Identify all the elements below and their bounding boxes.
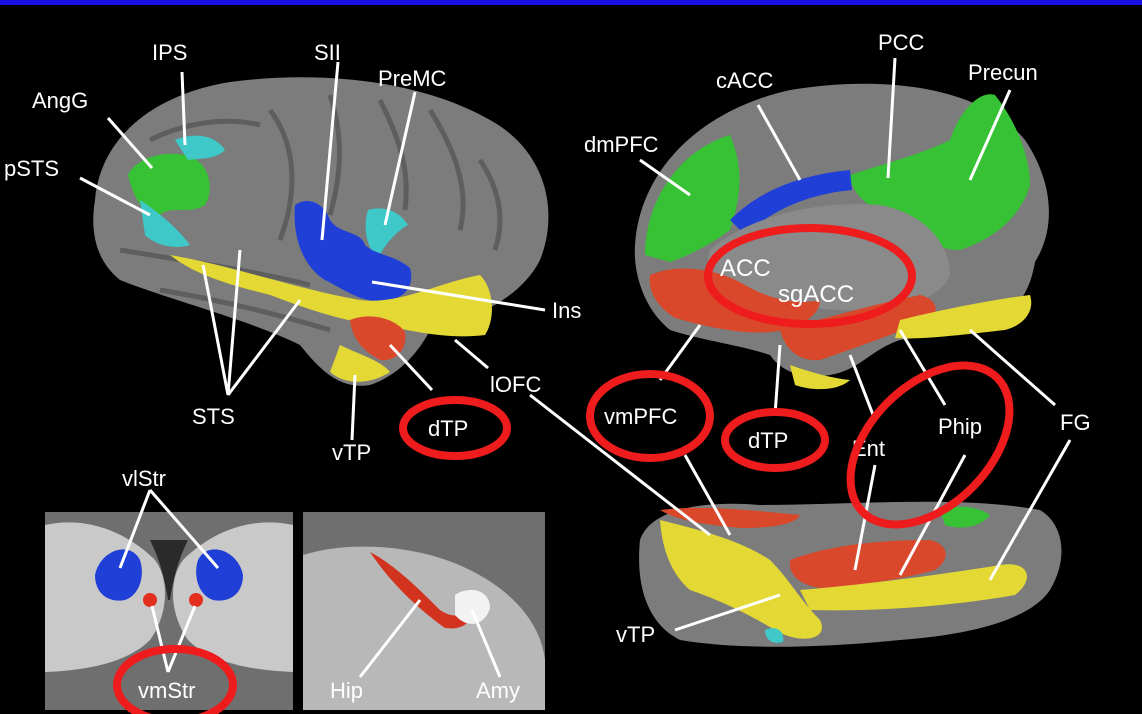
label-dtp-lateral: dTP bbox=[428, 416, 468, 441]
label-sgacc: sgACC bbox=[778, 281, 854, 308]
label-amy: Amy bbox=[476, 678, 520, 703]
label-phip: Phip bbox=[938, 414, 982, 439]
label-ips: IPS bbox=[152, 40, 187, 65]
label-vlstr: vlStr bbox=[122, 466, 166, 491]
label-vmpfc: vmPFC bbox=[604, 404, 677, 429]
label-cacc: cACC bbox=[716, 68, 774, 93]
label-psts: pSTS bbox=[4, 156, 59, 181]
label-vmstr: vmStr bbox=[138, 678, 195, 703]
label-lofc: lOFC bbox=[490, 372, 541, 397]
label-vtp-lateral: vTP bbox=[332, 440, 371, 465]
label-acc: ACC bbox=[720, 255, 771, 282]
label-vtp-ventral: vTP bbox=[616, 622, 655, 647]
top-bar bbox=[0, 0, 1142, 5]
label-premc: PreMC bbox=[378, 66, 447, 91]
label-angg: AngG bbox=[32, 88, 88, 113]
label-pcc: PCC bbox=[878, 30, 925, 55]
label-dtp-medial: dTP bbox=[748, 428, 788, 453]
ventral-brain bbox=[639, 502, 1061, 647]
label-fg: FG bbox=[1060, 410, 1091, 435]
label-hip: Hip bbox=[330, 678, 363, 703]
label-precun: Precun bbox=[968, 60, 1038, 85]
label-ins: Ins bbox=[552, 298, 581, 323]
label-dmpfc: dmPFC bbox=[584, 132, 659, 157]
ventral-labels: vTP bbox=[616, 622, 655, 647]
lateral-brain bbox=[93, 77, 548, 386]
label-sii: SII bbox=[314, 40, 341, 65]
label-sts: STS bbox=[192, 404, 235, 429]
